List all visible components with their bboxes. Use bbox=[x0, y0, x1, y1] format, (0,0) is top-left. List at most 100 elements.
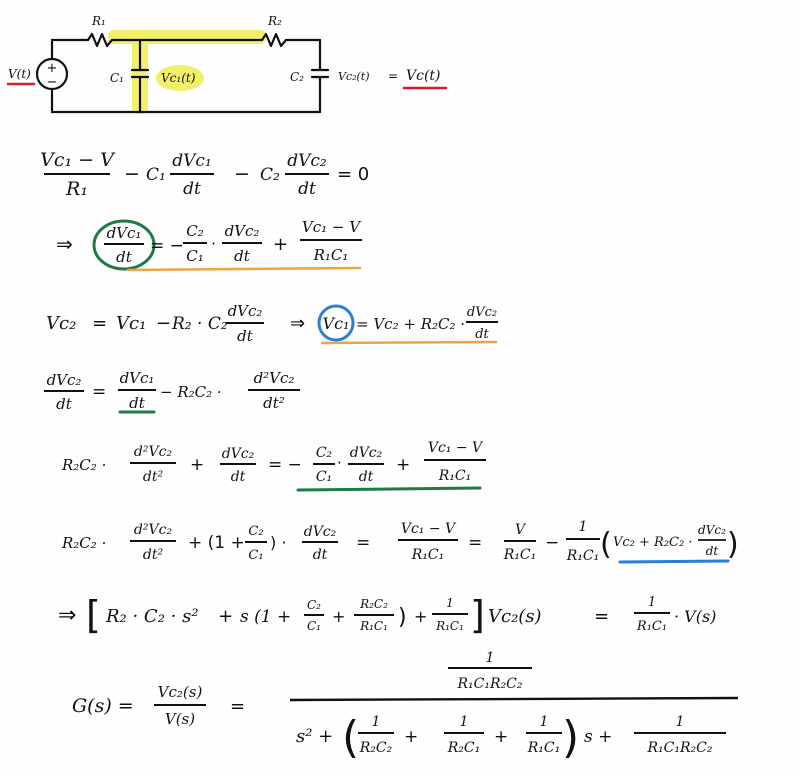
eq6-f3-numerator: dVc₂ bbox=[304, 524, 337, 540]
source-minus-sign: − bbox=[47, 75, 58, 90]
eq2-green-circle bbox=[92, 219, 156, 271]
eq6-f1-denominator: dt² bbox=[143, 547, 164, 563]
eq6-f5-numerator: V bbox=[515, 522, 527, 538]
eq2-f3-denominator: R₁C₁ bbox=[313, 246, 349, 264]
eq3-minus: − bbox=[156, 313, 171, 334]
source-label: V(t) bbox=[8, 67, 31, 81]
eq4-f2-numerator: d²Vc₂ bbox=[254, 369, 295, 387]
eq5-f4-denominator: dt bbox=[359, 469, 374, 485]
eq3-orange-underline bbox=[320, 340, 498, 345]
eq6-equals-1: = bbox=[356, 533, 370, 553]
eq7-rhs-numerator: 1 bbox=[648, 595, 656, 610]
eq3-rhs-frac-denominator: dt bbox=[475, 327, 489, 342]
eq1-frac1-denominator: R₁ bbox=[65, 178, 88, 200]
eq6-f4-denominator: R₁C₁ bbox=[411, 547, 444, 563]
c1-label: C₁ bbox=[110, 71, 124, 85]
eq1-frac3-denominator: dt bbox=[298, 179, 316, 199]
eq7-term-r2c2s2: R₂ · C₂ · s² bbox=[105, 606, 199, 627]
eq5-dot: · bbox=[337, 454, 342, 472]
eq5-plus: + bbox=[190, 455, 204, 475]
highlight-c1-branch bbox=[132, 30, 148, 114]
eq8-d-denominator: R₁C₁R₂C₂ bbox=[647, 740, 713, 756]
eq2-equals-minus: = − bbox=[150, 236, 184, 256]
eq4-lhs-denominator: dt bbox=[56, 395, 73, 413]
eq3-rhs: = Vc₂ + R₂C₂ · bbox=[356, 315, 465, 333]
highlight-top-node bbox=[108, 30, 266, 44]
eq2-implies-arrow: ⇒ bbox=[56, 232, 73, 256]
eq8-ratio-numerator: Vc₂(s) bbox=[158, 683, 203, 701]
eq6-close-dot: ) · bbox=[270, 533, 286, 552]
eq7-f2-denominator: R₁C₁ bbox=[359, 619, 388, 633]
eq7-implies-arrow: ⇒ bbox=[58, 603, 76, 628]
eq8-lhs: G(s) = bbox=[72, 695, 134, 717]
eq8-s-plus: s + bbox=[584, 727, 612, 747]
eq3-circled-vc1: Vc₁ bbox=[323, 314, 350, 333]
vc2-equals-sign: = bbox=[388, 69, 398, 83]
eq6-f3-denominator: dt bbox=[313, 547, 328, 563]
eq6-equals-2: = bbox=[468, 533, 482, 553]
eq7-bracket-open: [ bbox=[86, 593, 101, 637]
eq6-blue-underline bbox=[618, 559, 730, 564]
eq3-frac-numerator: dVc₂ bbox=[228, 302, 263, 320]
eq5-f2-numerator: dVc₂ bbox=[222, 446, 255, 462]
vc-output-label: Vc(t) bbox=[406, 68, 441, 84]
equation-6-expanded: R₂C₂ · d²Vc₂ dt² + (1 + C₂ C₁ ) · dVc₂ d… bbox=[61, 519, 739, 564]
eq7-plus-3: + bbox=[414, 607, 427, 626]
eq7-bracket-close: ] bbox=[470, 593, 485, 637]
equation-7-laplace: ⇒ [ R₂ · C₂ · s² + s (1 + C₂ C₁ + R₂C₂ R… bbox=[58, 593, 716, 637]
eq3-rhs-frac-numerator: dVc₂ bbox=[467, 305, 497, 320]
eq5-f2-denominator: dt bbox=[231, 469, 246, 485]
eq8-b-denominator: R₂C₁ bbox=[447, 740, 480, 756]
eq5-equals-minus: = − bbox=[268, 455, 302, 475]
eq2-lhs-numerator: dVc₁ bbox=[107, 224, 142, 242]
eq1-coef-c2: C₂ bbox=[260, 165, 280, 185]
eq5-green-underline bbox=[296, 486, 482, 492]
eq8-c-numerator: 1 bbox=[540, 714, 549, 730]
eq5-f4-numerator: dVc₂ bbox=[350, 445, 383, 461]
eq8-s2-plus: s² + bbox=[296, 726, 333, 747]
vc2-label: Vc₂(t) bbox=[338, 70, 370, 83]
eq1-rhs-zero: = 0 bbox=[337, 164, 369, 185]
eq3-blue-circle bbox=[317, 304, 355, 342]
eq1-frac3-numerator: dVc₂ bbox=[287, 151, 327, 171]
eq4-f1-numerator: dVc₁ bbox=[120, 369, 155, 387]
eq8-top-denominator: R₁C₁R₂C₂ bbox=[457, 676, 523, 692]
eq7-equals: = bbox=[594, 606, 609, 627]
eq2-orange-underline bbox=[126, 266, 362, 272]
eq5-f5-numerator: Vc₁ − V bbox=[428, 440, 484, 456]
eq5-f1-denominator: dt² bbox=[143, 469, 164, 485]
eq7-vc2s: Vc₂(s) bbox=[488, 606, 542, 627]
eq5-f3-denominator: C₁ bbox=[316, 469, 332, 485]
eq7-s-paren: s (1 + bbox=[240, 607, 291, 627]
eq2-f1-numerator: C₂ bbox=[186, 222, 204, 240]
eq3-implies-arrow: ⇒ bbox=[290, 313, 305, 334]
eq3-equals: = bbox=[92, 313, 107, 334]
eq6-minus: − bbox=[545, 533, 559, 553]
eq4-minus-r2c2: − R₂C₂ · bbox=[160, 383, 222, 401]
eq6-f2-numerator: C₂ bbox=[248, 524, 263, 539]
eq5-plus-2: + bbox=[396, 455, 410, 475]
eq4-f2-denominator: dt² bbox=[263, 394, 285, 412]
resistor-r2-symbol bbox=[260, 32, 288, 48]
eq7-f1-denominator: C₁ bbox=[307, 619, 321, 633]
eq3-term-r2c2: R₂ · C₂ bbox=[171, 314, 228, 334]
eq1-minus-1: − bbox=[124, 163, 140, 185]
equation-8-transfer-function: G(s) = Vc₂(s) V(s) = 1 R₁C₁R₂C₂ s² + ( 1… bbox=[72, 650, 739, 763]
eq7-plus-2: + bbox=[332, 607, 345, 626]
circuit-diagram: + − V(t) R₁ R₂ C₁ Vc₁(t) C₂ Vc₂(t) = Vc(… bbox=[6, 14, 448, 114]
eq7-f2-numerator: R₂C₂ bbox=[359, 597, 388, 611]
eq7-rhs-vs: · V(s) bbox=[674, 607, 716, 626]
eq2-f1-denominator: C₁ bbox=[186, 247, 204, 265]
eq6-inner-term: Vc₂ + R₂C₂ · bbox=[613, 535, 692, 550]
eq6-f2-denominator: C₁ bbox=[248, 548, 263, 563]
eq6-f6-denominator: R₁C₁ bbox=[566, 548, 599, 564]
eq2-plus: + bbox=[273, 234, 288, 255]
eq3-frac-denominator: dt bbox=[237, 327, 254, 345]
eq1-minus-2: − bbox=[234, 163, 250, 185]
equation-2-dvc1-dt: ⇒ dVc₁ dt = − C₂ C₁ · dVc₂ dt + Vc₁ − V … bbox=[56, 218, 362, 272]
eq8-main-fraction-bar bbox=[289, 696, 739, 702]
eq7-close-paren: ) bbox=[398, 605, 407, 630]
eq7-rhs-denominator: R₁C₁ bbox=[636, 619, 667, 634]
eq2-f2-numerator: dVc₂ bbox=[225, 222, 260, 240]
